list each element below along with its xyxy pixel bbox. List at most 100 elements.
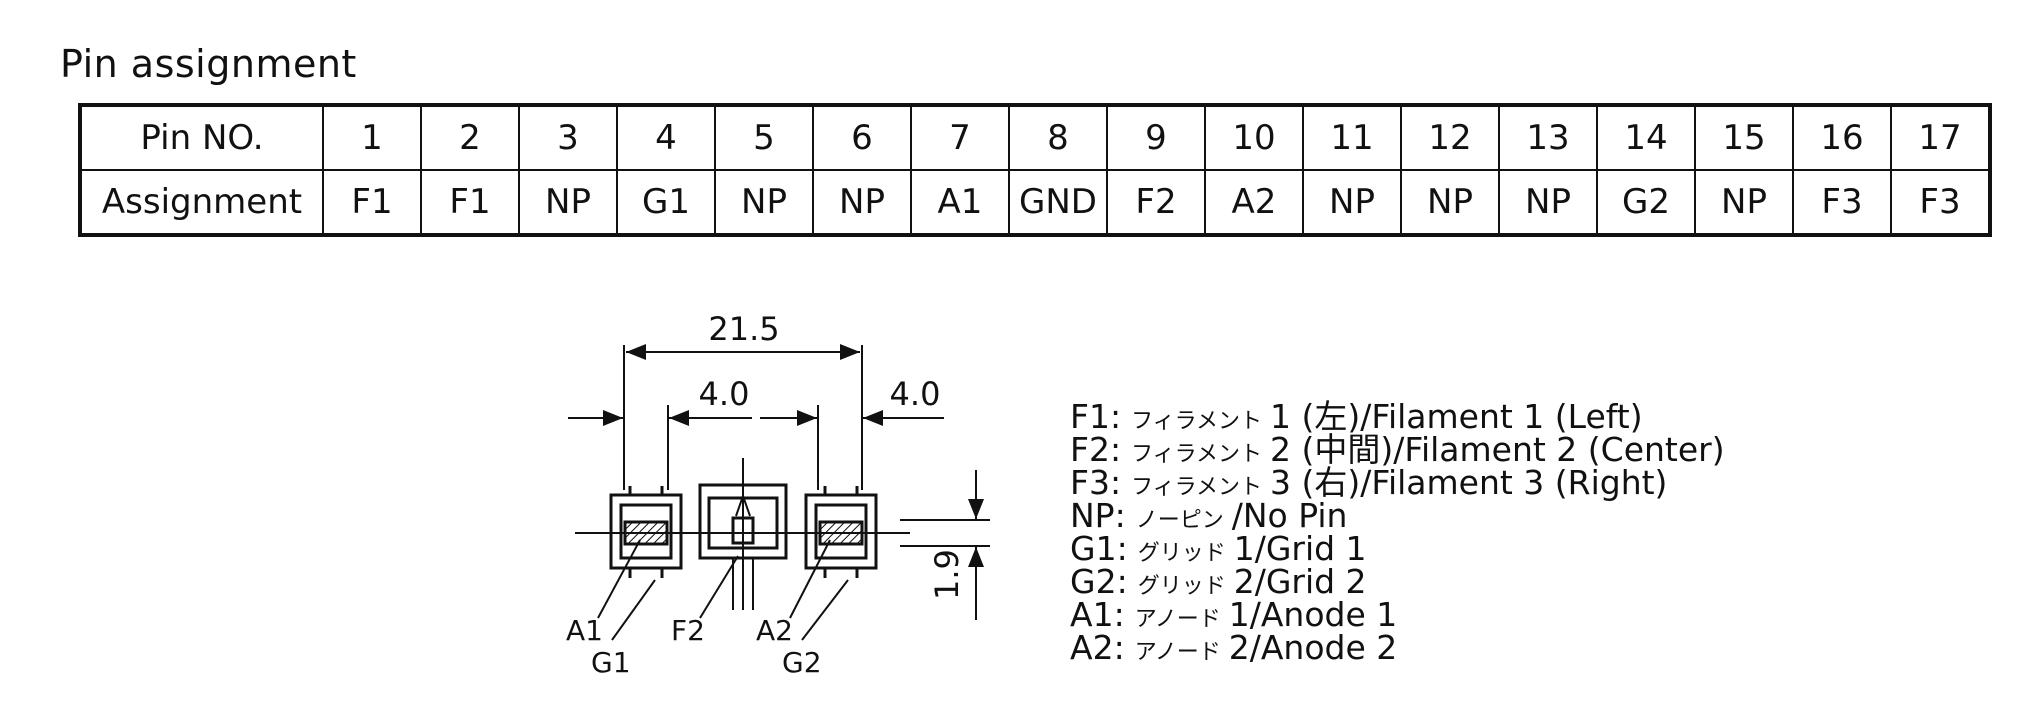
legend-text: /No Pin [1231,496,1348,535]
pin-body-left [609,493,683,570]
filament-element-right [818,520,864,546]
dimension-overall-label: 21.5 [708,310,779,348]
legend-japanese: フィラメント [1131,475,1263,500]
legend-row: A1: アノード 1/Anode 1 [1070,595,1725,634]
pin-number-cell: 7 [910,104,1010,171]
pin-group-left [609,486,683,578]
pin-group-right [804,486,878,578]
legend-code: G1: [1070,529,1128,568]
legend-row: A2: アノード 2/Anode 2 [1070,628,1725,667]
row-header-pin-no: Pin NO. [79,104,324,171]
leader-f2 [699,555,739,619]
legend-text: 2 (中間)/Filament 2 (Center) [1270,430,1725,469]
pin-number-cell: 5 [714,104,814,171]
legend-text: 3 (右)/Filament 3 (Right) [1270,463,1668,502]
pin-number-cell: 6 [812,104,912,171]
dimension-height-label: 1.9 [928,549,966,600]
dimension-right-label: 4.0 [890,375,941,413]
assignment-cell: F2 [1106,169,1206,236]
assignment-cell: NP [714,169,814,236]
pin-labels: A1 G1 F2 A2 G2 [566,614,822,679]
pin-assignment-table: Pin NO. 1 2 3 4 5 6 7 8 9 10 11 12 13 14… [78,103,1992,237]
pin-number-cell: 10 [1204,104,1304,171]
legend-code: A2: [1070,628,1125,667]
legend-japanese: ノーピン [1135,508,1224,533]
assignment-cell: NP [1302,169,1402,236]
assignment-cell: A2 [1204,169,1304,236]
legend-code: A1: [1070,595,1125,634]
legend-japanese: グリッド [1137,574,1226,599]
assignment-cell: F3 [1890,169,1991,236]
leader-g2 [801,579,849,641]
pin-group-center [698,458,788,610]
legend-code: F1: [1070,397,1122,436]
dimension-lines [568,344,990,620]
legend-text: 1 (左)/Filament 1 (Left) [1270,397,1643,436]
assignment-cell: F1 [322,169,422,236]
legend-japanese: フィラメント [1131,409,1263,434]
center-pin-tip [735,492,751,517]
dimension-labels: 21.5 4.0 4.0 1.9 [699,310,966,600]
pin-number-cell: 2 [420,104,520,171]
legend-text: 1/Grid 1 [1233,529,1367,568]
pin-number-cell: 1 [322,104,422,171]
legend-row: F2: フィラメント 2 (中間)/Filament 2 (Center) [1070,430,1725,469]
legend-code: F3: [1070,463,1122,502]
assignment-row: Assignment F1 F1 NP G1 NP NP A1 GND F2 A… [79,169,1991,236]
assignment-cell: GND [1008,169,1108,236]
pin-number-cell: 12 [1400,104,1500,171]
pin-number-cell: 3 [518,104,618,171]
pin-number-cell: 13 [1498,104,1598,171]
legend: F1: フィラメント 1 (左)/Filament 1 (Left) F2: フィラメ… [1070,397,1725,667]
leader-a1 [597,539,641,619]
pin-number-cell: 9 [1106,104,1206,171]
pin-number-cell: 17 [1890,104,1991,171]
pin-number-row: Pin NO. 1 2 3 4 5 6 7 8 9 10 11 12 13 14… [79,104,1991,171]
legend-text: 1/Anode 1 [1228,595,1398,634]
legend-japanese: グリッド [1137,541,1226,566]
assignment-cell: NP [1498,169,1598,236]
legend-code: F2: [1070,430,1122,469]
pin-number-cell: 4 [616,104,716,171]
pin-number-cell: 14 [1596,104,1696,171]
legend-code: G2: [1070,562,1128,601]
legend-row: G1: グリッド 1/Grid 1 [1070,529,1725,568]
legend-row: NP: ノーピン/No Pin [1070,496,1725,535]
pin-body-right [804,493,878,570]
label-f2: F2 [671,614,705,647]
assignment-cell: NP [1400,169,1500,236]
legend-code: NP: [1070,496,1126,535]
pin-number-cell: 8 [1008,104,1108,171]
pin-inner-right [814,503,868,560]
assignment-cell: G1 [616,169,716,236]
label-a2: A2 [756,614,793,647]
dimension-left-label: 4.0 [699,375,750,413]
assignment-cell: F3 [1792,169,1892,236]
pin-inner-left [619,503,673,560]
legend-text: 2/Grid 2 [1233,562,1367,601]
pin-number-cell: 15 [1694,104,1794,171]
assignment-cell: NP [1694,169,1794,236]
legend-row: G2: グリッド 2/Grid 2 [1070,562,1725,601]
legend-japanese: アノード [1134,640,1221,665]
legend-japanese: フィラメント [1131,442,1263,467]
legend-japanese: アノード [1134,607,1221,632]
row-header-assignment: Assignment [79,169,324,236]
pin-number-cell: 11 [1302,104,1402,171]
leader-lines [597,539,849,641]
assignment-cell: F1 [420,169,520,236]
leader-a2 [789,539,831,619]
assignment-cell: NP [518,169,618,236]
assignment-cell: NP [812,169,912,236]
assignment-cell: A1 [910,169,1010,236]
legend-text: 2/Anode 2 [1228,628,1398,667]
label-g1: G1 [591,646,631,679]
pin-number-cell: 16 [1792,104,1892,171]
assignment-cell: G2 [1596,169,1696,236]
legend-row: F1: フィラメント 1 (左)/Filament 1 (Left) [1070,397,1725,436]
leader-g1 [611,579,656,641]
legend-row: F3: フィラメント 3 (右)/Filament 3 (Right) [1070,463,1725,502]
label-g2: G2 [782,646,822,679]
page-title: Pin assignment [60,42,357,86]
